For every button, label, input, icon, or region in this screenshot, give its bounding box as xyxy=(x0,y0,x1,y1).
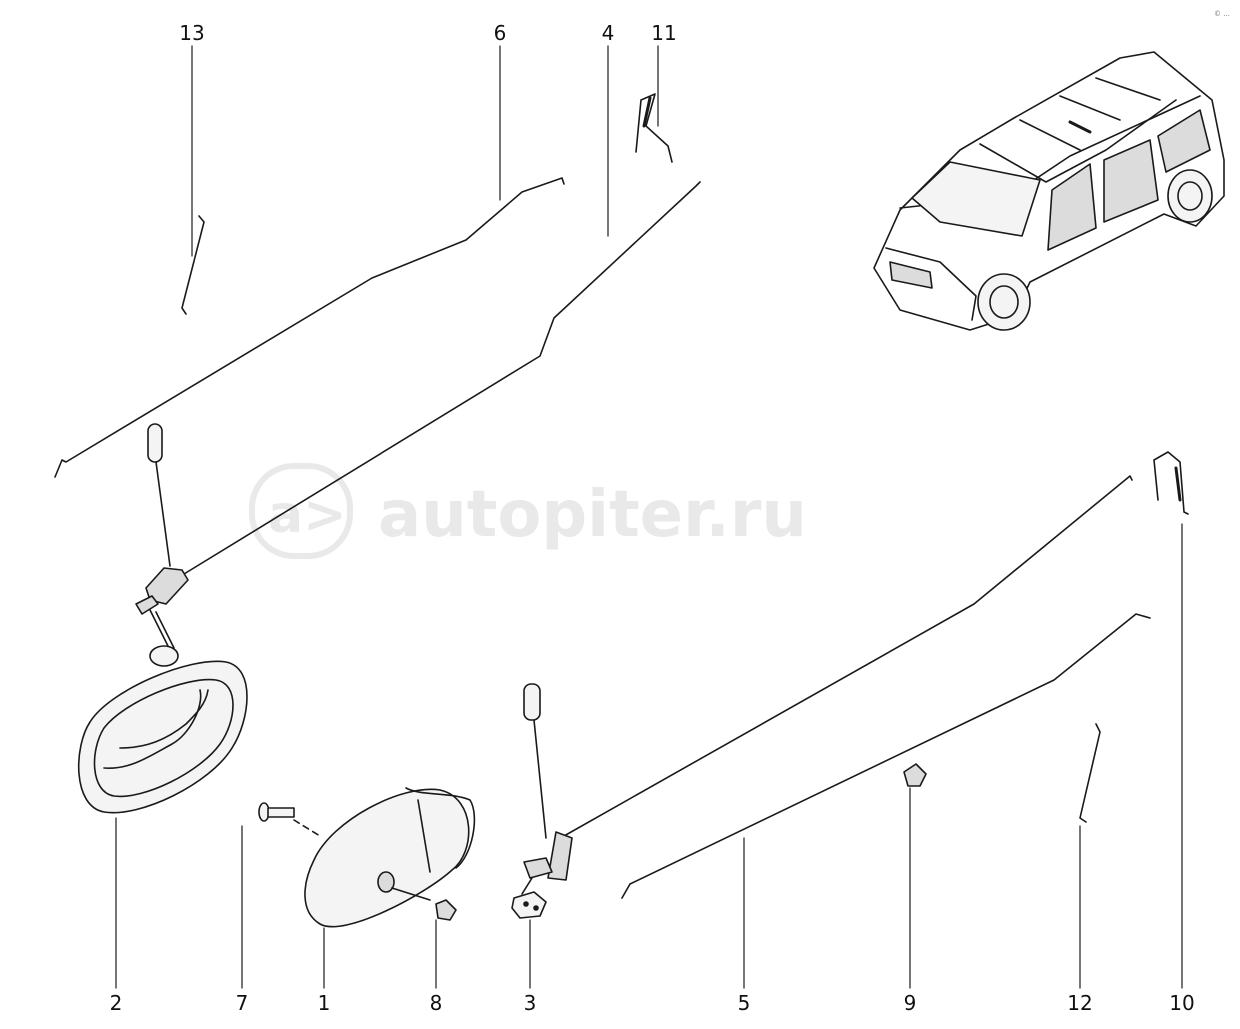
part-11-rod-detail xyxy=(642,96,652,128)
label-4: 4 xyxy=(602,21,615,45)
label-10: 10 xyxy=(1169,991,1194,1015)
part-2-handle-bezel xyxy=(77,660,248,814)
part-labels: 13 6 4 11 2 7 1 8 3 5 9 12 10 xyxy=(110,21,1195,1015)
leader-lines xyxy=(115,45,1183,989)
part-9-clip xyxy=(903,763,927,787)
label-7: 7 xyxy=(236,991,249,1015)
label-5: 5 xyxy=(738,991,751,1015)
label-9: 9 xyxy=(904,991,917,1015)
part-6-rod xyxy=(54,177,565,478)
watermark-logo-box xyxy=(249,463,353,559)
watermark-text: autopiter.ru xyxy=(378,478,807,552)
part-10-small-rod-detail xyxy=(1174,466,1182,502)
watermark: a> autopiter.ru xyxy=(249,463,807,559)
label-8: 8 xyxy=(430,991,443,1015)
label-2: 2 xyxy=(110,991,123,1015)
label-3: 3 xyxy=(524,991,537,1015)
label-1: 1 xyxy=(318,991,331,1015)
part-5-rod xyxy=(621,613,1151,899)
part-7-screw xyxy=(258,802,321,837)
lock-assembly-left xyxy=(135,423,189,667)
vehicle-illustration xyxy=(873,51,1225,331)
label-13: 13 xyxy=(179,21,204,45)
part-8-clip xyxy=(435,899,457,921)
part-10-small-rod xyxy=(1153,451,1189,515)
corner-mark: © ... xyxy=(1214,10,1230,18)
part-1-inner-handle xyxy=(304,787,476,928)
lock-assembly-right xyxy=(511,683,573,919)
part-13-rod xyxy=(181,215,205,315)
label-6: 6 xyxy=(494,21,507,45)
label-11: 11 xyxy=(651,21,676,45)
label-12: 12 xyxy=(1067,991,1092,1015)
part-4-rod xyxy=(183,181,701,575)
part-10-rod xyxy=(563,475,1133,837)
part-11-rod xyxy=(635,93,673,163)
part-12-rod xyxy=(1079,723,1101,823)
